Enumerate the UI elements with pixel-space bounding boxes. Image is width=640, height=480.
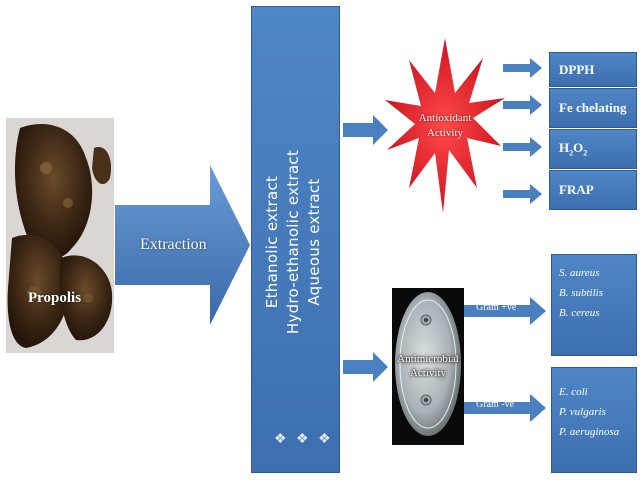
organism-e-coli: E. coli — [559, 386, 588, 398]
arrow-to-dpph — [503, 58, 542, 78]
assay-frap-label: FRAP — [559, 182, 594, 197]
arrow-to-gram-neg — [463, 394, 546, 422]
assay-h2o2: H2O2 — [549, 129, 637, 169]
assay-dpph: DPPH — [549, 52, 637, 87]
arrow-to-fe — [503, 95, 542, 115]
propolis-photo: Propolis — [6, 118, 114, 353]
arrow-to-gram-pos — [463, 297, 546, 325]
arrow-to-h2o2 — [503, 137, 542, 157]
organism-s-aureus: S. aureus — [559, 267, 600, 279]
propolis-image — [6, 118, 114, 353]
petri-dish-image — [395, 292, 461, 436]
organism-p-aeruginosa: P. aeruginosa — [559, 426, 620, 438]
assay-fe-chelating: Fe chelating — [549, 88, 637, 128]
gram-negative-label: Gram -ve — [476, 399, 515, 410]
arrow-to-antioxidant — [343, 115, 388, 145]
organism-b-cereus: B. cereus — [559, 307, 600, 319]
arrow-to-antimicrobial — [343, 352, 388, 382]
extraction-arrow — [115, 165, 250, 325]
assay-h2o2-label: H2O2 — [559, 140, 588, 158]
extracts-box: Ethanolic extract Hydro-ethanolic extrac… — [251, 6, 340, 473]
assay-dpph-label: DPPH — [559, 61, 595, 77]
extraction-label: Extraction — [140, 236, 207, 253]
antioxidant-label-line2: Activity — [426, 127, 464, 139]
antioxidant-label-line1: Antioxidant — [418, 112, 472, 124]
assay-frap: FRAP — [549, 170, 637, 210]
antimicrobial-label-line2: Activity — [409, 367, 447, 379]
gram-positive-organisms: S. aureus B. subtilis B. cereus — [551, 254, 637, 356]
gram-positive-label: Gram +ve — [476, 302, 517, 313]
petri-dish-photo — [392, 288, 464, 445]
propolis-label: Propolis — [28, 290, 82, 306]
antimicrobial-label-line1: Antimicrobial — [397, 353, 459, 365]
gram-negative-organisms: E. coli P. vulgaris P. aeruginosa — [551, 367, 637, 473]
organism-b-subtilis: B. subtilis — [559, 287, 604, 299]
arrow-to-frap — [503, 184, 542, 204]
antioxidant-label: Antioxidant Activity — [410, 111, 480, 141]
extracts-marker: ❖ ❖ ❖ — [274, 432, 334, 447]
assay-fe-chelating-label: Fe chelating — [559, 100, 627, 115]
antioxidant-star — [385, 38, 505, 213]
antimicrobial-label: Antimicrobial Activity — [388, 352, 468, 380]
organism-p-vulgaris: P. vulgaris — [559, 406, 606, 418]
